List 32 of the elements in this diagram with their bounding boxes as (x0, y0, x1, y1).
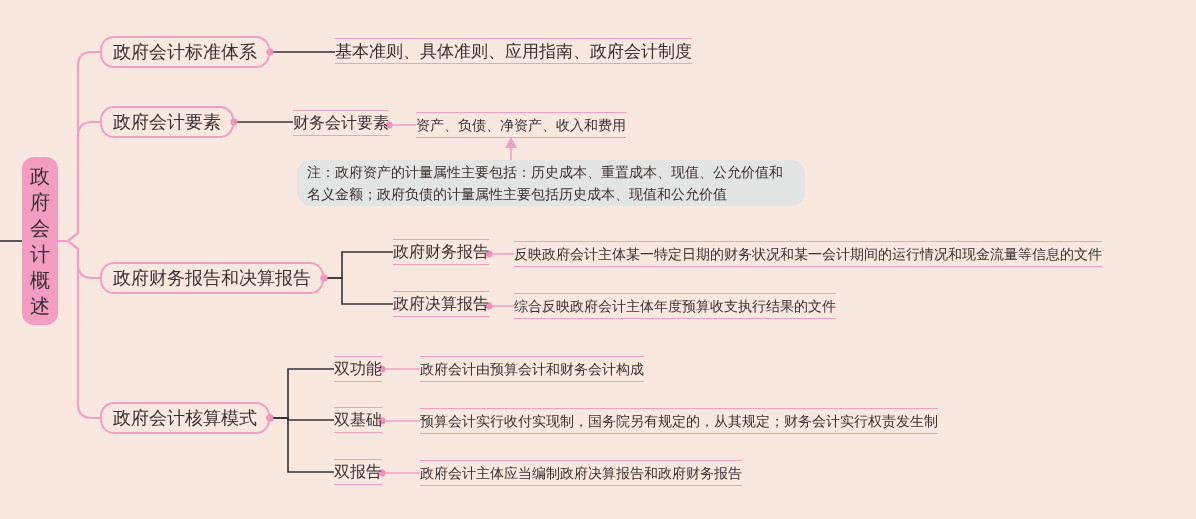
connector-line (378, 469, 421, 477)
detail-text: 综合反映政府会计主体年度预算收支执行结果的文件 (514, 293, 836, 319)
subtopic-text: 政府决算报告 (393, 291, 489, 317)
connector-line (378, 417, 421, 425)
subtopic-text: 双报告 (334, 459, 382, 485)
connector-line (58, 239, 100, 420)
connector-line (485, 250, 515, 258)
subtopic-text: 双功能 (334, 356, 382, 382)
detail-text: 政府会计主体应当编制政府决算报告和政府财务报告 (420, 460, 742, 486)
topic-box: 政府会计概述 (22, 157, 58, 325)
subtopic-text: 基本准则、具体准则、应用指南、政府会计制度 (335, 38, 692, 64)
detail-text: 反映政府会计主体某一特定日期的财务状况和某一会计期间的运行情况和现金流量等信息的文件 (514, 241, 1102, 267)
connector-line (230, 118, 294, 126)
connector-line (385, 121, 417, 129)
topic-box: 政府财务报告和决算报告 (100, 262, 324, 294)
note-box: 注：政府资产的计量属性主要包括：历史成本、重置成本、现值、公允价值和名义金额；政府负债的计量属性主要包括历史成本、现值和公允价值 (297, 160, 805, 206)
connector-line (378, 365, 421, 373)
connector-line (266, 48, 336, 56)
topic-box: 政府会计要素 (100, 106, 234, 138)
subtopic-text: 政府财务报告 (393, 239, 489, 265)
topic-box: 政府会计标准体系 (100, 36, 270, 68)
topic-box: 政府会计核算模式 (100, 402, 270, 434)
arrow (505, 137, 517, 161)
connector-line (485, 302, 515, 310)
connector-line (266, 414, 335, 473)
connector-line (320, 274, 394, 305)
subtopic-text: 财务会计要素 (293, 110, 389, 136)
detail-text: 政府会计由预算会计和财务会计构成 (420, 356, 644, 382)
connector-line (0, 240, 23, 242)
detail-text: 资产、负债、净资产、收入和费用 (416, 112, 626, 138)
detail-text: 预算会计实行收付实现制，国务院另有规定的，从其规定；财务会计实行权责发生制 (420, 408, 938, 434)
subtopic-text: 双基础 (334, 407, 382, 433)
